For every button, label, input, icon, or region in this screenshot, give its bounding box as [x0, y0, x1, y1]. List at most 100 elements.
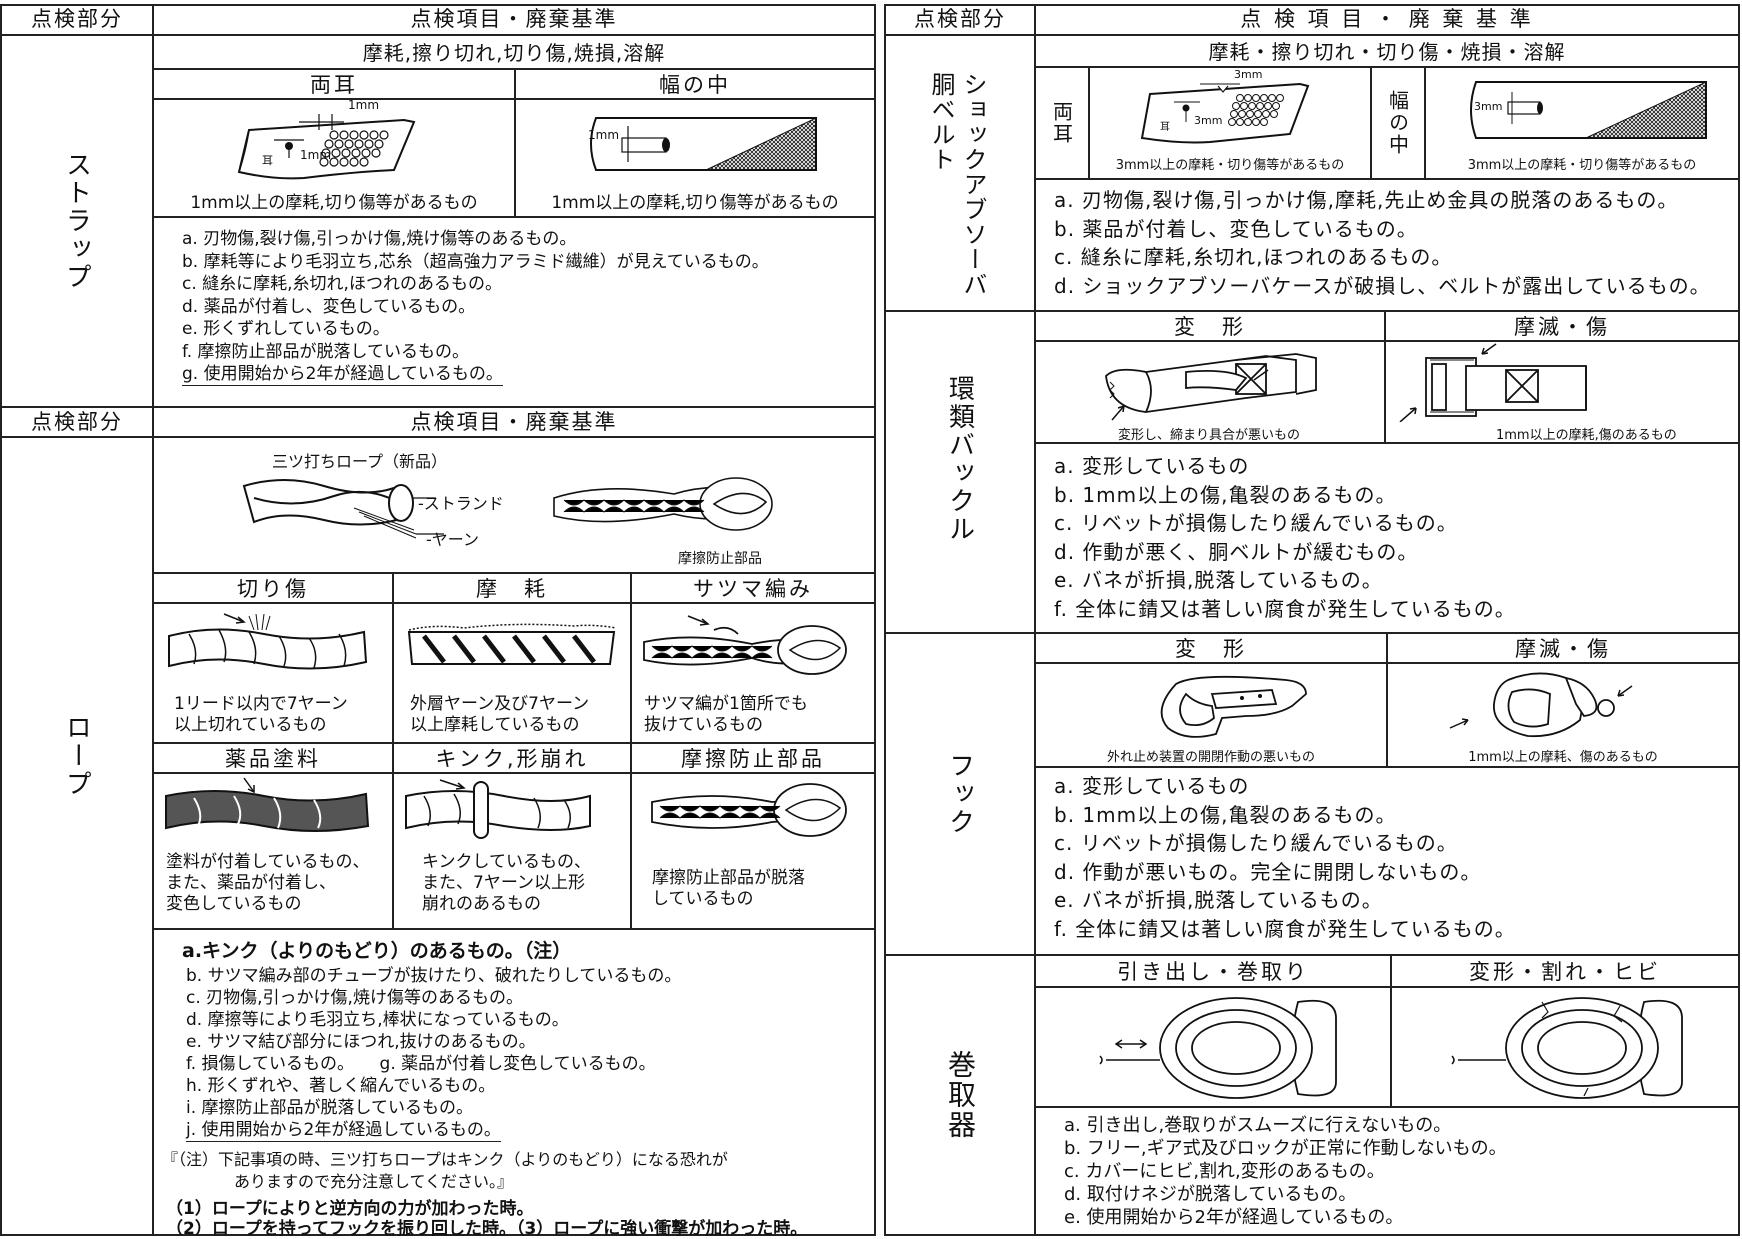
buckle-fig-right: 1mm以上の摩耗,傷のあるもの — [1386, 342, 1738, 444]
shock-item-c: c. 縫糸に摩耗,糸切れ,ほつれのあるもの。 — [1054, 245, 1453, 269]
rope-item-h: h. 形くずれや、著しく縮んでいるもの。 — [186, 1076, 496, 1096]
shock-fig-right: 3mm 3mm以上の摩耗・切り傷等があるもの — [1426, 68, 1738, 180]
buckle-wear-illustration — [1399, 343, 1587, 422]
rope-item-a: a.キンク（よりのもどり）のあるもの。（注） — [182, 940, 572, 962]
rope-cell-2-title: 摩 耗 — [394, 574, 632, 604]
buckle-label-cell: 環類バックル — [886, 312, 1036, 634]
shock-item-a: a. 刃物傷,裂け傷,引っかけ傷,摩耗,先止め金具の脱落のあるもの。 — [1054, 188, 1679, 212]
rope-cell-4-title: 薬品塗料 — [154, 744, 394, 774]
shock-fig-left-ear: 耳 — [1160, 122, 1170, 133]
hook-wear-illustration — [1449, 672, 1633, 738]
rope-cell-5-title: キンク,形崩れ — [394, 744, 632, 774]
rope-cell-2: 外層ヤーン及び7ヤーン 以上摩耗しているもの — [394, 604, 632, 744]
hook-fig-right-caption: 1mm以上の摩耗、傷のあるもの — [1468, 750, 1658, 765]
strap-title: 摩耗,擦り切れ,切り傷,焼損,溶解 — [154, 36, 874, 70]
winder-item-d: d. 取付けネジが脱落しているもの。 — [1064, 1184, 1357, 1205]
shock-sub-right-cell: 幅の中 — [1372, 68, 1426, 180]
strap-list-cell: a. 刃物傷,裂け傷,引っかけ傷,焼け傷等のあるもの。 b. 摩耗等により毛羽立… — [154, 218, 874, 408]
rope-cell-1-caption: 1リード以内で7ヤーン 以上切れているもの — [174, 694, 348, 735]
strap-sub-left: 両耳 — [154, 70, 516, 100]
rope-cell-2-caption: 外層ヤーン及び7ヤーン 以上摩耗しているもの — [410, 694, 590, 735]
strap-fig-left-caption: 1mm以上の摩耗,切り傷等があるもの — [190, 193, 478, 213]
rope-label: ロープ — [61, 714, 92, 799]
shock-fig-left-3mm-top: 3mm — [1234, 68, 1263, 81]
shock-fig-right-3mm: 3mm — [1474, 100, 1503, 113]
buckle-fig-left-caption: 変形し、締まり具合が悪いもの — [1118, 428, 1301, 443]
rope-yarn-label: -ヤーン — [426, 530, 479, 549]
shock-title: 摩耗・擦り切れ・切り傷・焼損・溶解 — [1036, 36, 1738, 68]
rope-cell-1-title: 切り傷 — [154, 574, 394, 604]
hook-sub-right: 摩滅・傷 — [1388, 634, 1738, 664]
rope-bold-1: （1）ロープによりと逆方向の力が加わった時。 — [166, 1199, 534, 1219]
shock-item-d: d. ショックアブソーバケースが破損し、ベルトが露出しているもの。 — [1054, 273, 1711, 298]
buckle-sub-left: 変 形 — [1036, 312, 1386, 342]
left-panel: 点検部分 点検項目・廃棄基準 ストラップ 摩耗,擦り切れ,切り傷,焼損,溶解 両… — [0, 4, 876, 1239]
shock-sub-left-cell: 両耳 — [1036, 68, 1090, 180]
buckle-label: 環類バックル — [944, 375, 975, 544]
strap-label: ストラップ — [61, 151, 92, 291]
rope-strand-label: -ストランド — [418, 494, 504, 513]
winder-label: 巻取器 — [944, 1050, 977, 1140]
shock-items: a. 刃物傷,裂け傷,引っかけ傷,摩耗,先止め金具の脱落のあるもの。 b. 薬品… — [1054, 186, 1711, 300]
rope-cell-6-caption: 摩擦防止部品が脱落 しているもの — [652, 868, 805, 909]
rope-cell-1: 1リード以内で7ヤーン 以上切れているもの — [154, 604, 394, 744]
buckle-fig-left: 変形し、締まり具合が悪いもの — [1036, 342, 1386, 444]
hook-item-c: c. リベットが損傷したり緩んでいるもの。 — [1054, 831, 1458, 855]
rope-item-e: e. サツマ結び部分にほつれ,抜けのあるもの。 — [186, 1032, 536, 1052]
rope-note-2: ありますので充分注意してください。』 — [234, 1172, 514, 1191]
winder-item-e: e. 使用開始から2年が経過しているもの。 — [1064, 1207, 1404, 1228]
winder-item-c: c. カバーにヒビ,割れ,変形のあるもの。 — [1064, 1161, 1385, 1182]
rope-item-fg: f. 損傷しているもの。 g. 薬品が付着し変色しているもの。 — [186, 1054, 656, 1074]
winder-label-cell: 巻取器 — [886, 956, 1036, 1234]
chemical-rope-icon — [165, 777, 370, 832]
strap-fig-right: 1mm 1mm以上の摩耗,切り傷等があるもの — [516, 100, 874, 218]
strap-item-b: b. 摩耗等により毛羽立ち,芯糸（超高強力アラミド繊維）が見えているもの。 — [182, 251, 769, 272]
rope-item-d: d. 摩擦等により毛羽立ち,棒状になっているもの。 — [186, 1010, 569, 1030]
strap-item-g: g. 使用開始から2年が経過しているもの。 — [182, 364, 503, 386]
hook-item-f: f. 全体に錆又は著しい腐食が発生しているもの。 — [1054, 916, 1516, 941]
rope-item-i: i. 摩擦防止部品が脱落しているもの。 — [186, 1098, 474, 1118]
shock-fig-left-3mm-bot: 3mm — [1194, 114, 1223, 127]
hook-label-cell: フック — [886, 634, 1036, 956]
strap-item-d: d. 薬品が付着し、変色しているもの。 — [182, 296, 476, 317]
shock-item-b: b. 薬品が付着し、変色しているもの。 — [1054, 216, 1418, 241]
hook-item-b: b. 1mm以上の傷,亀裂のあるもの。 — [1054, 802, 1397, 827]
strap-fig-left: 1mm 1mm 耳 1mm以上の摩耗,切り傷等があるもの — [154, 98, 516, 218]
rope-col-header-part: 点検部分 — [2, 408, 154, 438]
shock-list-cell: a. 刃物傷,裂け傷,引っかけ傷,摩耗,先止め金具の脱落のあるもの。 b. 薬品… — [1036, 180, 1738, 312]
rope-cell-6-title: 摩擦防止部品 — [632, 744, 874, 774]
strap-items: a. 刃物傷,裂け傷,引っかけ傷,焼け傷等のあるもの。 b. 摩耗等により毛羽立… — [182, 228, 769, 386]
rope-item-b: b. サツマ編み部のチューブが抜けたり、破れたりしているもの。 — [186, 966, 682, 986]
shock-fig-left-caption: 3mm以上の摩耗・切り傷等があるもの — [1115, 158, 1345, 173]
rope-cell-6: 摩擦防止部品が脱落 しているもの — [632, 774, 874, 930]
shock-label-2: 胴ベルト — [927, 72, 955, 172]
strap-col-header-items: 点検項目・廃棄基準 — [154, 6, 874, 36]
winder-list-cell: a. 引き出し,巻取りがスムーズに行えないもの。 b. フリー,ギア式及びロック… — [1036, 1108, 1738, 1234]
rope-items: b. サツマ編み部のチューブが抜けたり、破れたりしているもの。 c. 刃物傷,引… — [186, 965, 682, 1142]
rope-cell-5-caption: キンクしているもの、 また、7ヤーン以上形 崩れのあるもの — [422, 852, 591, 914]
hook-items: a. 変形しているもの b. 1mm以上の傷,亀裂のあるもの。 c. リベットが… — [1054, 772, 1516, 943]
strap-item-c: c. 縫糸に摩耗,糸切れ,ほつれのあるもの。 — [182, 274, 502, 294]
strap-fig-right-caption: 1mm以上の摩耗,切り傷等があるもの — [551, 193, 839, 213]
winder-item-a: a. 引き出し,巻取りがスムーズに行えないもの。 — [1064, 1115, 1452, 1136]
hook-deformed-illustration — [1160, 675, 1307, 738]
rope-cell-3-caption: サツマ編が1箇所でも 抜けているもの — [644, 694, 808, 735]
shock-ear-illustration — [1140, 82, 1310, 144]
cut-rope-icon — [168, 613, 368, 670]
rope-cell-4-caption: 塗料が付着しているもの、 また、薬品が付着し、 変色しているもの — [166, 852, 370, 914]
strap-col-header-part: 点検部分 — [2, 6, 154, 36]
shock-fig-left: 3mm 3mm 耳 3mm以上の摩耗・切り傷等があるもの — [1090, 68, 1372, 180]
winder-pullout-illustration — [1099, 997, 1337, 1099]
rope-label-cell: ロープ — [2, 438, 154, 1234]
hook-item-d: d. 作動が悪いもの。完全に開閉しないもの。 — [1054, 859, 1482, 884]
buckle-item-c: c. リベットが損傷したり緩んでいるもの。 — [1054, 511, 1458, 535]
rope-cell-4: 塗料が付着しているもの、 また、薬品が付着し、 変色しているもの — [154, 774, 394, 930]
rope-item-c: c. 刃物傷,引っかけ傷,焼け傷等のあるもの。 — [186, 988, 523, 1008]
hook-fig-left-caption: 外れ止め装置の開閉作動の悪いもの — [1106, 750, 1315, 765]
strap-item-e: e. 形くずれしているもの。 — [182, 319, 390, 339]
buckle-list-cell: a. 変形しているもの b. 1mm以上の傷,亀裂のあるもの。 c. リベットが… — [1036, 444, 1738, 634]
buckle-item-e: e. バネが折損,脱落しているもの。 — [1054, 568, 1383, 592]
hook-sub-left: 変 形 — [1036, 634, 1388, 664]
rope-cell-3: サツマ編が1箇所でも 抜けているもの — [632, 604, 874, 744]
buckle-fig-right-caption: 1mm以上の摩耗,傷のあるもの — [1496, 428, 1677, 443]
